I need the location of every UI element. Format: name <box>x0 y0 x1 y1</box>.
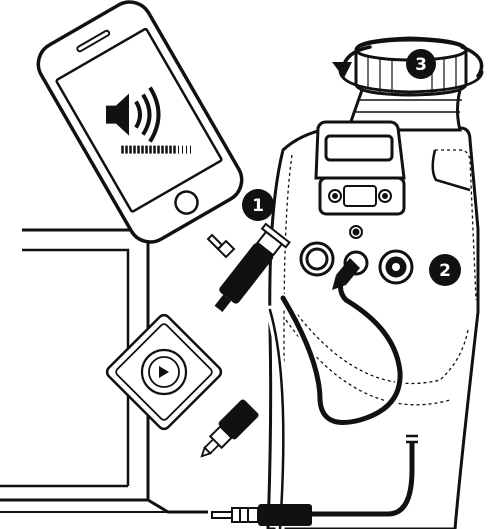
indicator-light <box>350 226 362 238</box>
headphone-jack-plug <box>193 398 259 464</box>
step-1-badge: 1 <box>242 189 274 221</box>
speaker-button-left <box>301 243 333 275</box>
step-3-badge: 3 <box>406 49 436 79</box>
step-2-label: 2 <box>439 261 451 281</box>
bottom-plug <box>212 504 312 526</box>
power-button <box>380 251 412 283</box>
step-2-badge: 2 <box>429 254 461 286</box>
smartphone <box>30 0 249 250</box>
step-3-label: 3 <box>415 55 427 75</box>
step-1-label: 1 <box>252 196 264 216</box>
phone-plug-tip <box>208 235 234 257</box>
